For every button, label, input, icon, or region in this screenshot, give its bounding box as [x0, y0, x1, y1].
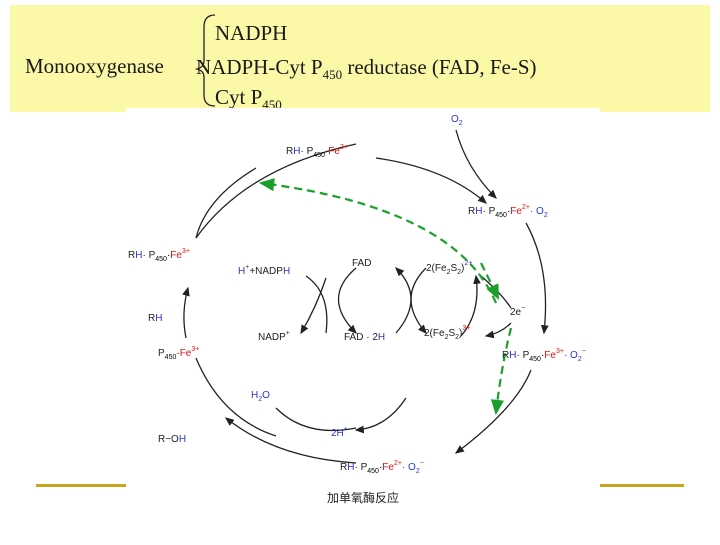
divider-right [598, 484, 684, 487]
label-fad-2h: FAD · 2H [344, 332, 385, 343]
arrow-2h [354, 397, 407, 434]
label-fad: FAD [352, 258, 371, 269]
arrow-nadph-fad [305, 275, 328, 334]
divider-left [36, 484, 128, 487]
cycle-svg: O2 RH· P450·Fe2+ RH· P450·Fe2+· O2 RH· P… [128, 114, 586, 505]
header-line1: NADPH [215, 21, 288, 45]
header-title: Monooxygenase [25, 54, 164, 78]
arrow-o2-in [455, 129, 497, 199]
label-2e: 2e− [510, 305, 525, 318]
arrow-fe2-to-o2 [195, 143, 357, 239]
label-h2o: H2O [251, 390, 270, 403]
label-top-fe2: RH· P450·Fe2+ [286, 144, 348, 159]
arrow-fes-left [410, 267, 427, 334]
label-bottom-complex: RH· P450·Fe2+· O2− [340, 460, 424, 475]
header-line2: NADPH-Cyt P450 reductase (FAD, Fe-S) [196, 55, 537, 83]
diagram-caption: 加单氧酶反应 [327, 490, 399, 505]
label-fe2s2-oxidized: 2(Fe2S2)2+ [426, 260, 472, 276]
arrow-left-up-2 [195, 167, 257, 239]
header-banner: Monooxygenase NADPH NADPH-Cyt P450 reduc… [10, 5, 710, 112]
label-rh-p450-o2: RH· P450·Fe2+· O2 [468, 204, 548, 219]
arrow-fad-nadp [300, 277, 327, 335]
arrow-right-down [525, 222, 549, 335]
label-2h-plus: 2H+ [331, 426, 348, 439]
arrow-h2o [275, 407, 357, 432]
arrow-fad-cycle-right [395, 267, 412, 334]
label-nadp-plus: NADP+ [258, 330, 290, 343]
arrow-fad-cycle-left [337, 267, 357, 334]
label-h-nadph: H++NADPH [238, 264, 290, 277]
label-rh: RH [148, 313, 162, 324]
arrow-2e-fes [484, 322, 512, 339]
green-dashed-arrow-down [490, 327, 513, 416]
header-line3: Cyt P450 [215, 85, 282, 113]
label-fe2s2-reduced: 2(Fe2S2)3+ [424, 325, 470, 341]
arrow-roh-out [195, 357, 277, 437]
arrow-bottom-to-left [224, 417, 357, 464]
label-superoxide-complex: RH· P450·Fe3+· O2− [502, 348, 586, 363]
arrow-top-right [375, 157, 487, 204]
label-o2: O2 [451, 114, 463, 127]
label-left-fe3: RH· P450·Fe3+ [128, 248, 190, 263]
label-p450-fe3: P450·Fe3+ [158, 346, 199, 361]
label-r-oh: R−OH [158, 434, 186, 445]
arrow-right-to-bottom [454, 369, 532, 454]
arrow-fes-right [460, 274, 481, 337]
green-dashed-arrow-2e [480, 262, 499, 300]
monooxygenase-cycle-diagram: O2 RH· P450·Fe2+ RH· P450·Fe2+· O2 RH· P… [126, 108, 600, 540]
brace-icon [194, 14, 216, 107]
green-dashed-arrow-top [258, 178, 498, 304]
arrow-left-up-1 [182, 286, 190, 339]
